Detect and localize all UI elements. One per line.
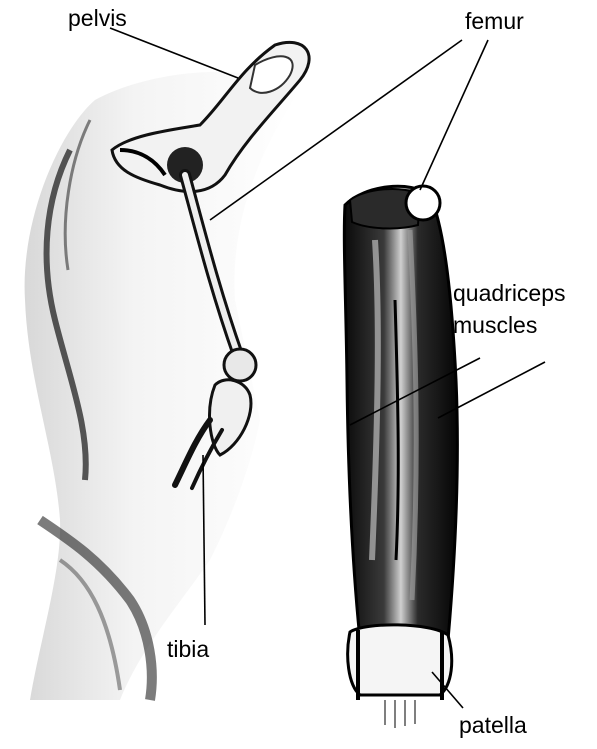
tibia-label: tibia [167, 636, 209, 662]
pelvis-leader [110, 28, 238, 78]
quadriceps-muscle [344, 186, 457, 640]
quadriceps-label-line2: muscles [453, 312, 537, 338]
pelvis-label: pelvis [68, 5, 127, 31]
quadriceps-label-line1: quadriceps [453, 280, 566, 306]
patella-label: patella [459, 712, 527, 738]
femur-label: femur [465, 8, 524, 34]
